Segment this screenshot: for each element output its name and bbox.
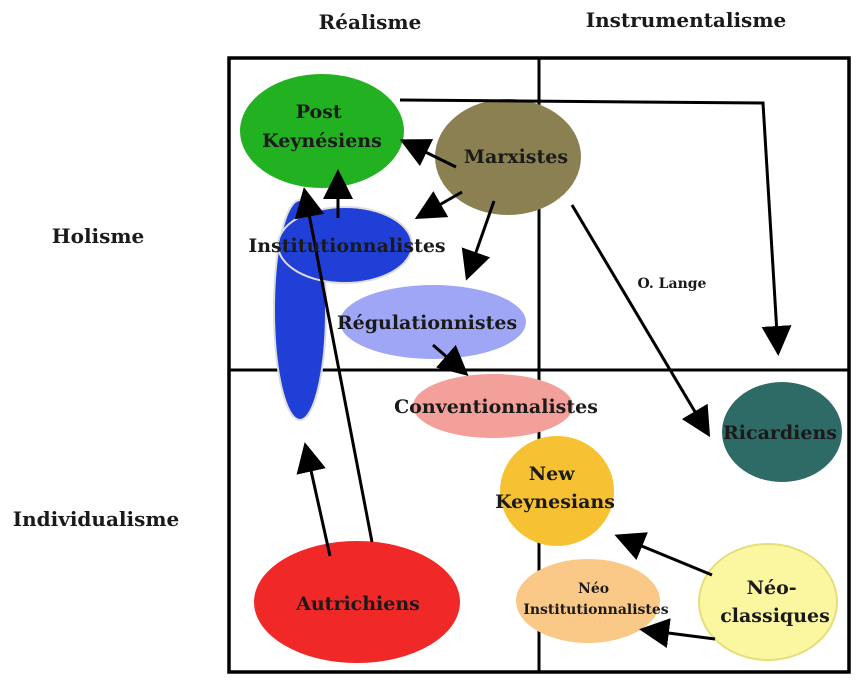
row-label-individualisme: Individualisme <box>13 507 180 531</box>
column-label-realisme: Réalisme <box>319 10 422 34</box>
column-label-instrumentalisme: Instrumentalisme <box>586 8 786 32</box>
marxistes-node <box>435 99 581 215</box>
conventionnalistes-label: Conventionnalistes <box>394 396 598 418</box>
autrichiens-label: Autrichiens <box>295 593 420 615</box>
neo-classiques-label: Néo- classiques <box>720 577 830 627</box>
autrichiens-node <box>254 541 460 663</box>
ricardiens-label: Ricardiens <box>723 422 837 444</box>
row-label-holisme: Holisme <box>52 224 145 248</box>
arrow-marxistes-to-post-keynesiens <box>399 139 457 169</box>
arrow-neo-classiques-to-new-keynesians <box>614 532 713 577</box>
regulationnistes-label: Régulationnistes <box>337 312 517 334</box>
marxistes-label: Marxistes <box>464 146 568 168</box>
arrow-post-keynesiens-to-ricardiens <box>399 98 792 356</box>
new-keynesians-node <box>500 436 614 546</box>
arrow-regulationnistes-to-conventionnalistes <box>432 343 469 376</box>
arrow-neo-classiques-to-neo-institutionnalistes <box>639 618 716 648</box>
neo-institutionnalistes-label: Néo Institutionnalistes <box>523 581 668 618</box>
arrows <box>294 98 792 648</box>
arrow-marxistes-to-ricardiens-olange <box>570 204 711 438</box>
new-keynesians-label: New Keynesians <box>495 463 615 513</box>
institutionnalistes-label: Institutionnalistes <box>248 235 445 257</box>
arrow-autrichiens-to-post-keynesiens <box>294 187 374 543</box>
arrow-autrichiens-to-institutionnalistes <box>296 442 332 557</box>
arrow-marxistes-to-institutionnalistes <box>414 190 463 219</box>
ricardiens-node <box>722 382 842 482</box>
regulationnistes-node <box>340 285 526 359</box>
neo-institutionnalistes-node <box>516 559 660 643</box>
conventionnalistes-node <box>413 374 573 438</box>
neo-classiques-node <box>698 543 838 661</box>
arrow-label-olange: O. Lange <box>638 276 707 292</box>
post-keynesiens-label: Post Keynésiens <box>262 101 382 152</box>
arrow-marxistes-to-regulationnistes <box>461 200 496 281</box>
